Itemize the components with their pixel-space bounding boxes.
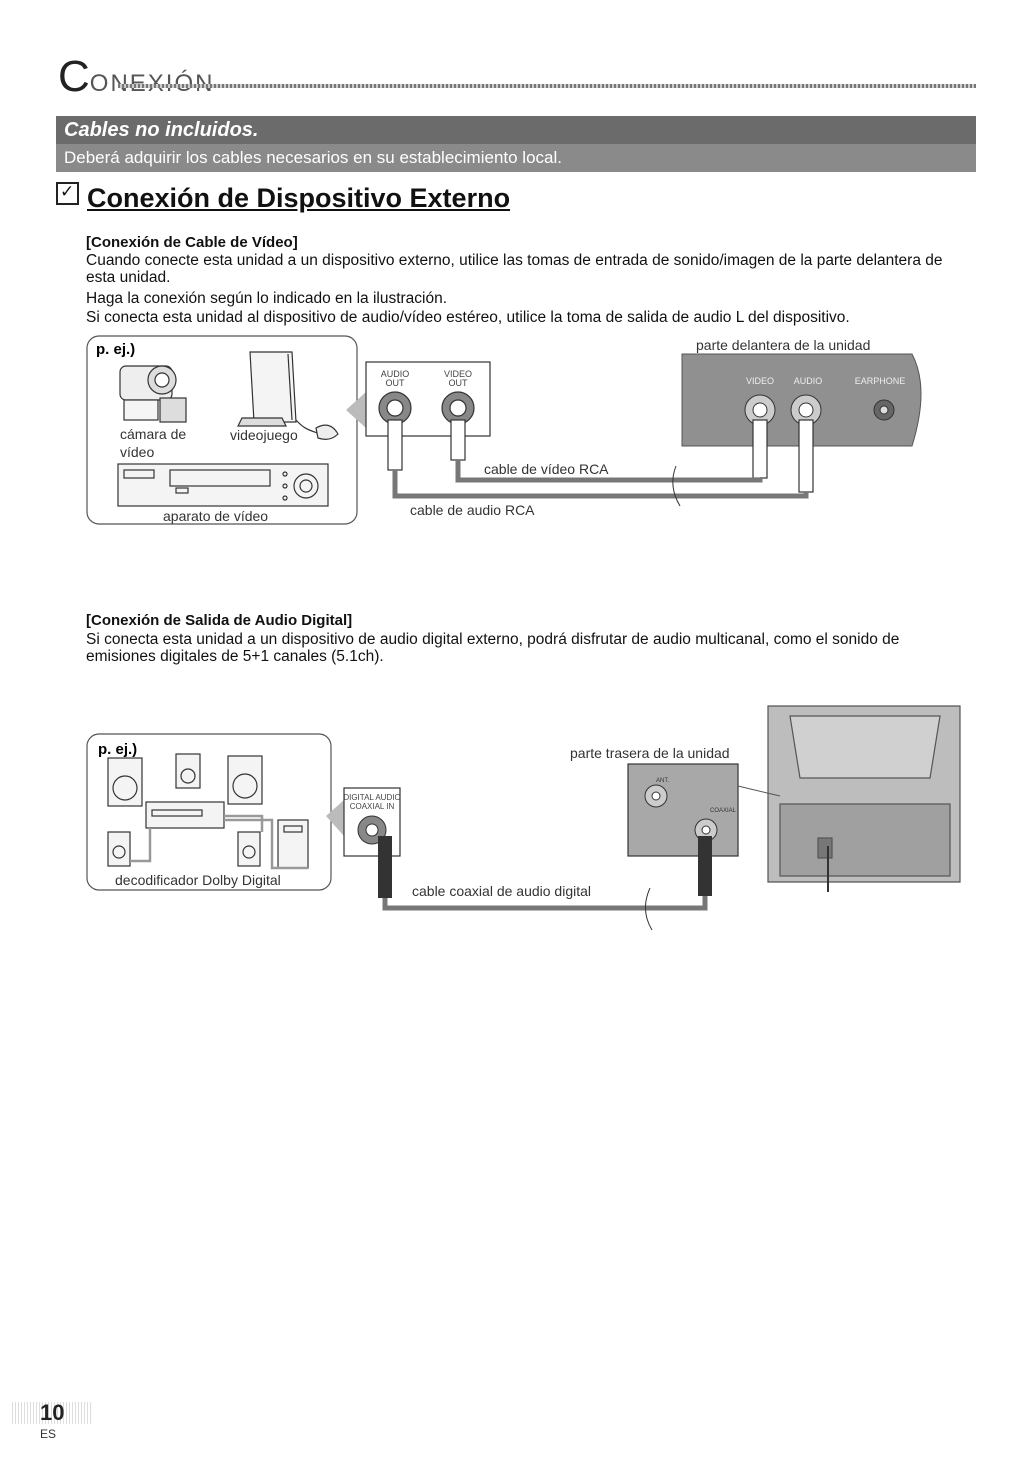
front-video-jack-icon xyxy=(744,394,776,426)
camcorder-label-1: cámara de xyxy=(120,426,186,442)
panel-earphone-label: EARPHONE xyxy=(855,376,906,386)
coax-plug-left xyxy=(378,836,392,898)
video-paragraph-1: Cuando conecte esta unidad a un disposit… xyxy=(86,252,943,286)
ant-label: ANT. xyxy=(656,778,669,784)
cable-break-mark xyxy=(672,465,681,507)
digital-audio-label-1: DIGITAL AUDIO xyxy=(343,793,400,802)
section-title: ✓ Conexión de Dispositivo Externo xyxy=(56,182,510,214)
coax-cable-label: cable coaxial de audio digital xyxy=(412,883,591,899)
earphone-jack-icon xyxy=(873,399,895,421)
coax-plug-right xyxy=(698,836,712,896)
language-code: ES xyxy=(40,1427,57,1441)
video-paragraph-2: Haga la conexión según lo indicado en la… xyxy=(86,290,448,307)
vcr-icon xyxy=(117,463,329,507)
video-out-jack-icon xyxy=(441,391,475,425)
camcorder-icon xyxy=(119,365,187,423)
unit-rear-icon xyxy=(767,705,961,883)
rear-panel-closeup xyxy=(627,763,739,857)
coax-break-mark xyxy=(645,887,653,931)
page-number: 10 xyxy=(12,1402,92,1424)
vcr-label: aparato de vídeo xyxy=(163,508,268,524)
header-rule xyxy=(118,84,976,88)
section-title-text: Conexión de Dispositivo Externo xyxy=(87,183,511,213)
game-console-icon xyxy=(237,351,339,440)
pointer-arrow-2 xyxy=(326,800,344,836)
camcorder-label-2: vídeo xyxy=(120,444,154,460)
rca-plugs-left xyxy=(387,419,466,471)
speaker-wires xyxy=(130,814,308,870)
antenna-jack-icon xyxy=(644,784,668,808)
coaxial-out-jack-icon xyxy=(694,818,718,842)
cables-banner-text: Deberá adquirir los cables necesarios en… xyxy=(56,144,976,172)
panel-audio-label: AUDIO xyxy=(794,376,823,386)
video-connection-diagram: p. ej.) cámara de vídeo videojuego apara… xyxy=(86,335,922,525)
example-label: p. ej.) xyxy=(96,341,135,358)
title-rest: ONEXIÓN xyxy=(90,70,215,97)
checkbox-icon: ✓ xyxy=(56,182,79,205)
coaxial-label: COAXIAL xyxy=(710,808,737,814)
example-devices-box xyxy=(86,335,358,525)
audio-paragraph-1: Si conecta esta unidad a un dispositivo … xyxy=(86,631,900,665)
pointer-arrow xyxy=(346,392,366,428)
game-label: videojuego xyxy=(230,427,298,443)
video-out-label-1: VIDEO xyxy=(444,369,472,379)
rear-label: parte trasera de la unidad xyxy=(570,745,730,761)
digital-audio-label-2: COAXIAL IN xyxy=(350,802,395,811)
audio-heading: [Conexión de Salida de Audio Digital] xyxy=(86,612,353,629)
video-out-label-2: OUT xyxy=(449,378,469,388)
title-initial: C xyxy=(58,52,90,101)
panel-video-label: VIDEO xyxy=(746,376,774,386)
cables-banner-heading: Cables no incluidos. xyxy=(56,116,976,144)
speaker-system-icon xyxy=(107,753,309,869)
chapter-title: CONEXIÓN xyxy=(58,52,214,102)
audio-out-jack-icon xyxy=(378,391,412,425)
video-cable-label: cable de vídeo RCA xyxy=(484,461,609,477)
decoder-label: decodificador Dolby Digital xyxy=(115,872,281,888)
video-paragraph-3: Si conecta esta unidad al dispositivo de… xyxy=(86,309,850,326)
video-heading: [Conexión de Cable de Vídeo] xyxy=(86,234,298,251)
example-label-2: p. ej.) xyxy=(98,741,137,758)
audio-out-label-2: OUT xyxy=(386,378,406,388)
digital-audio-diagram: p. ej.) decodificador Dolby Digital DIGI… xyxy=(86,705,961,931)
audio-out-label-1: AUDIO xyxy=(381,369,410,379)
audio-cable-label: cable de audio RCA xyxy=(410,502,535,518)
audio-cable xyxy=(392,470,809,499)
callout-line xyxy=(737,785,781,797)
front-label: parte delantera de la unidad xyxy=(696,337,870,353)
coax-cable xyxy=(382,896,708,911)
video-cable xyxy=(455,460,763,483)
